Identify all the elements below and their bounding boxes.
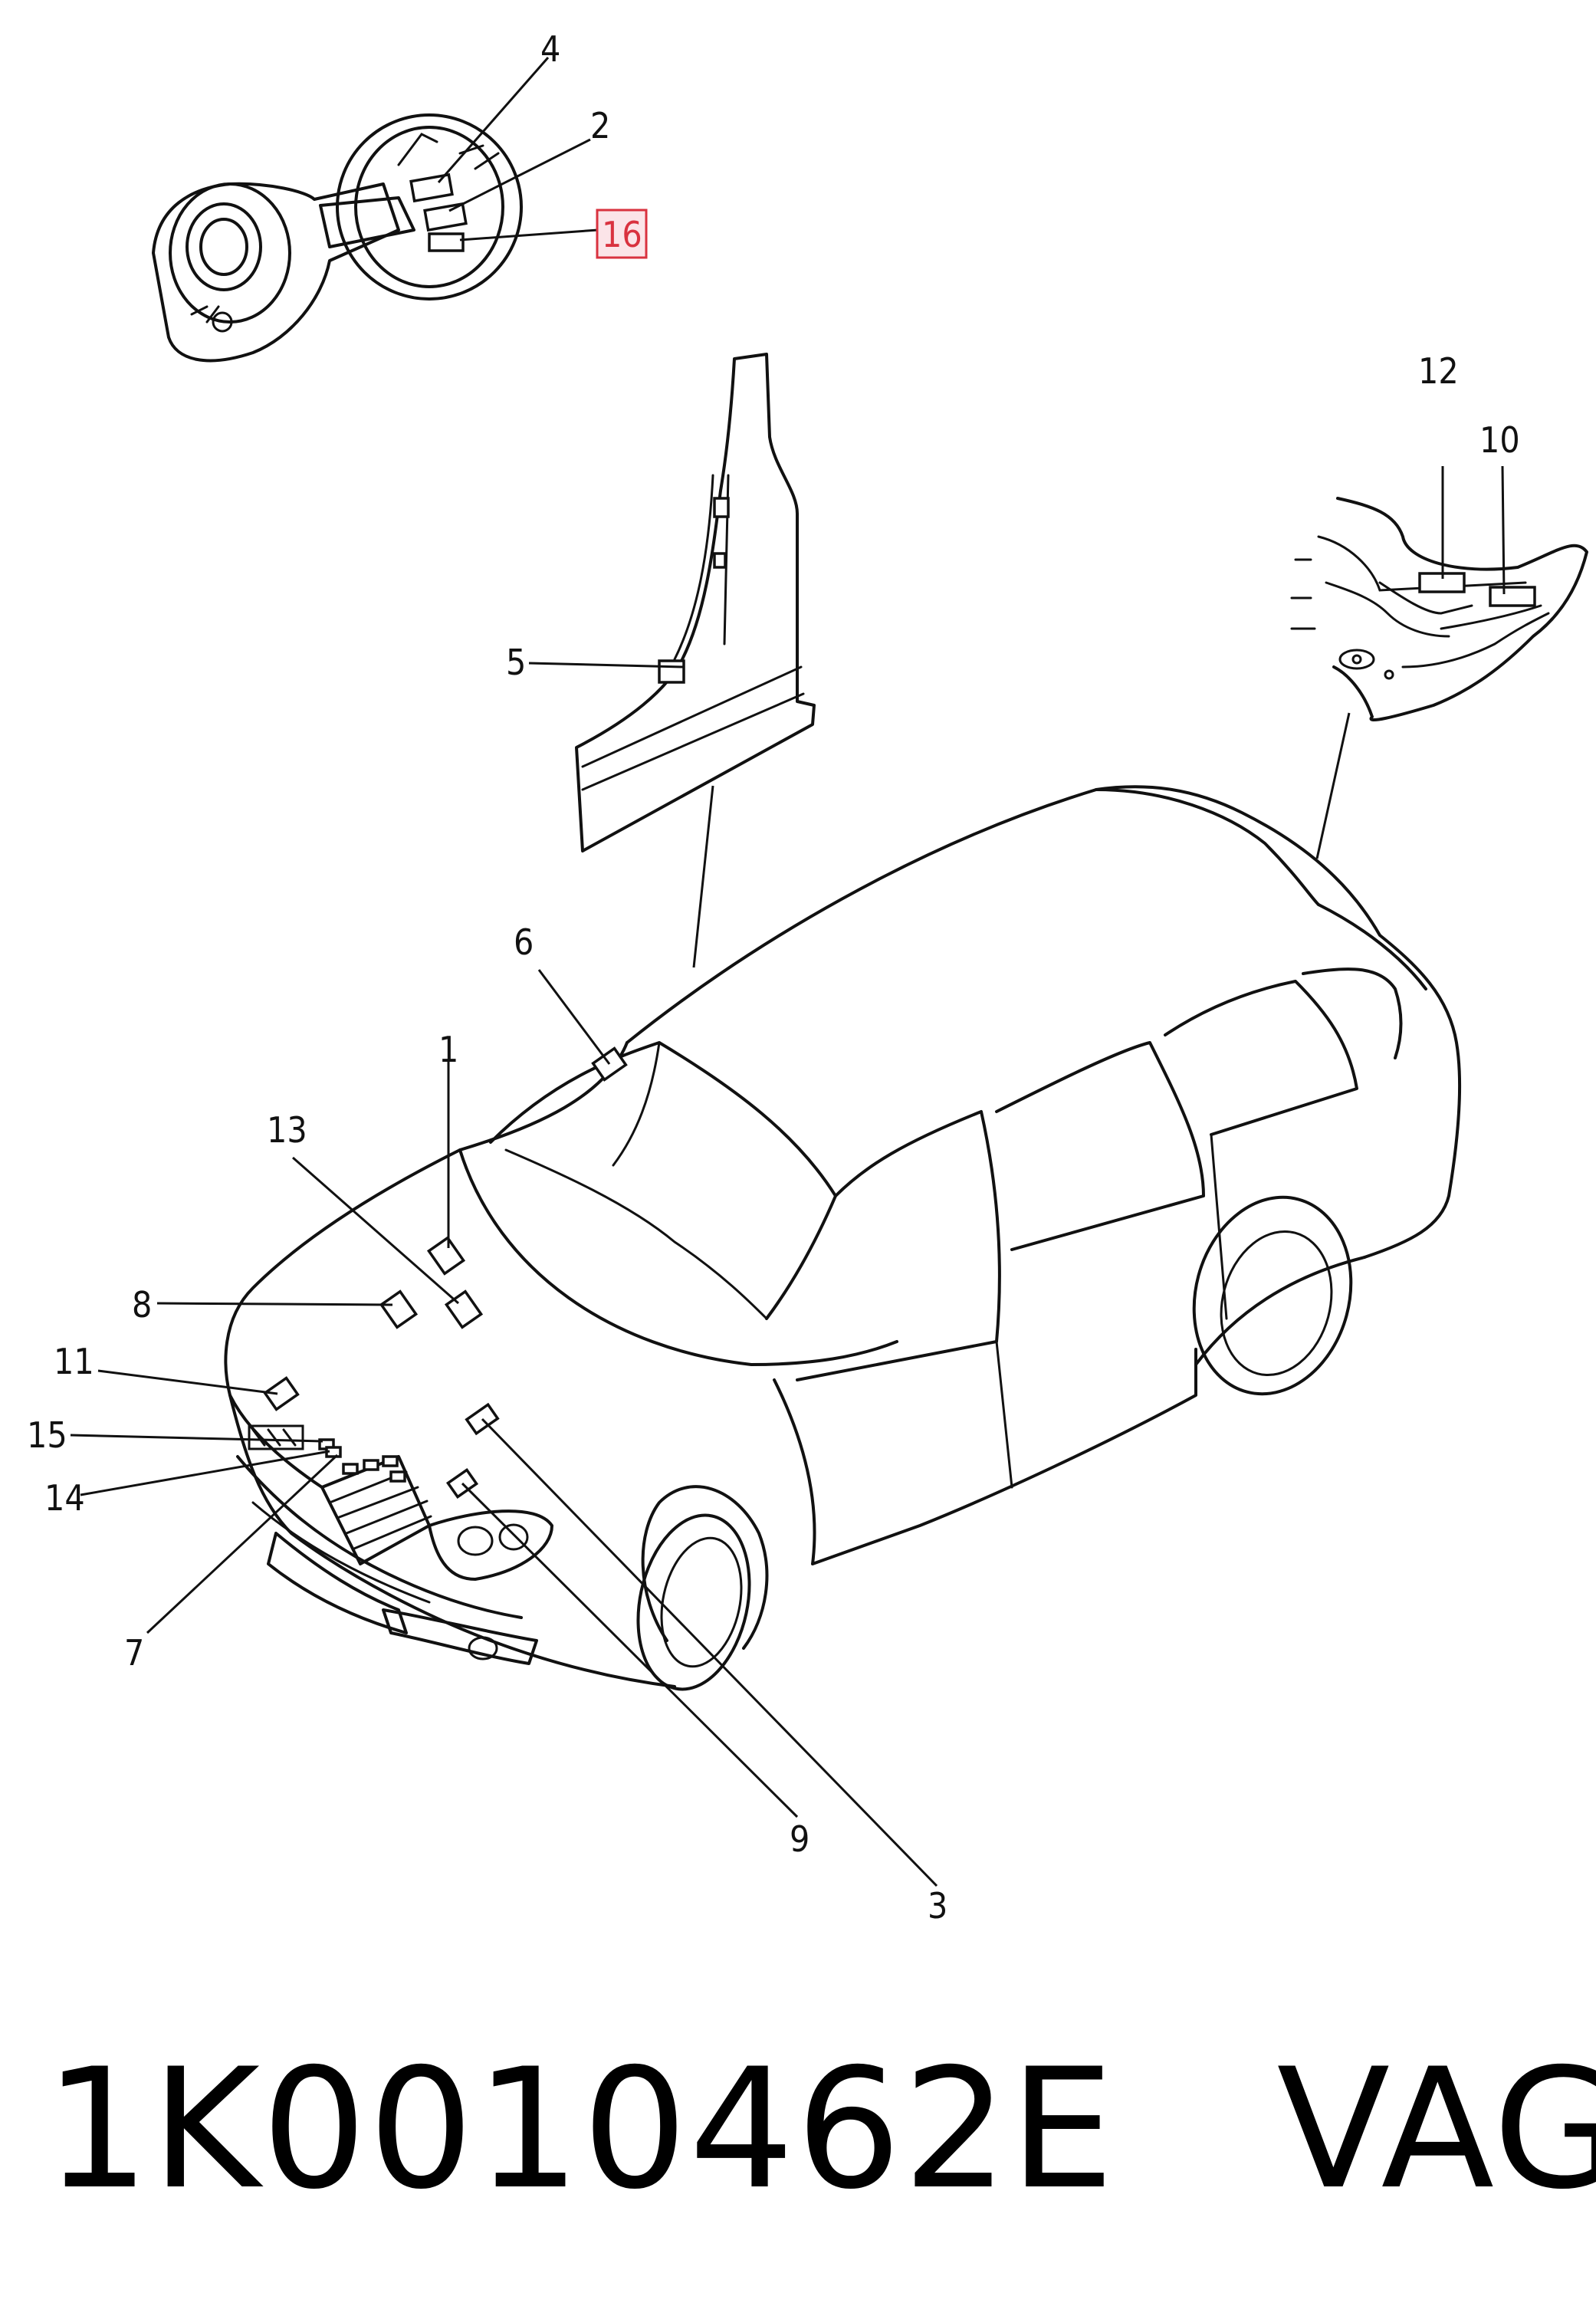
floor-connector (1315, 712, 1351, 859)
callout-13: 13 (267, 1109, 307, 1151)
callout-16-highlight (596, 209, 648, 259)
callout-3: 3 (928, 1885, 947, 1927)
leader-lines (70, 57, 1506, 1887)
pillar-illustration (575, 353, 816, 852)
callout-5: 5 (506, 642, 526, 683)
part-number: 1K0010462E (44, 2033, 1116, 2226)
brand-name: VAG (1276, 2033, 1596, 2226)
pillar-connector (692, 785, 714, 968)
callout-12: 12 (1418, 350, 1459, 392)
vehicle-illustration (224, 785, 1462, 1691)
callout-16: 16 (602, 214, 642, 255)
callout-6: 6 (514, 921, 534, 963)
callout-11: 11 (54, 1341, 94, 1382)
fuel-flap-illustration (152, 113, 523, 363)
callout-4: 4 (540, 28, 560, 70)
callout-15: 15 (27, 1414, 67, 1456)
callout-7: 7 (124, 1632, 144, 1674)
callout-10: 10 (1479, 419, 1520, 461)
callout-14: 14 (44, 1477, 85, 1519)
floor-illustration (1290, 497, 1588, 722)
part-footer: 1K0010462E VAG (44, 2015, 1596, 2245)
callout-9: 9 (790, 1818, 809, 1860)
callout-8: 8 (132, 1284, 152, 1325)
callout-2: 2 (590, 105, 610, 146)
callout-1: 1 (438, 1029, 458, 1070)
